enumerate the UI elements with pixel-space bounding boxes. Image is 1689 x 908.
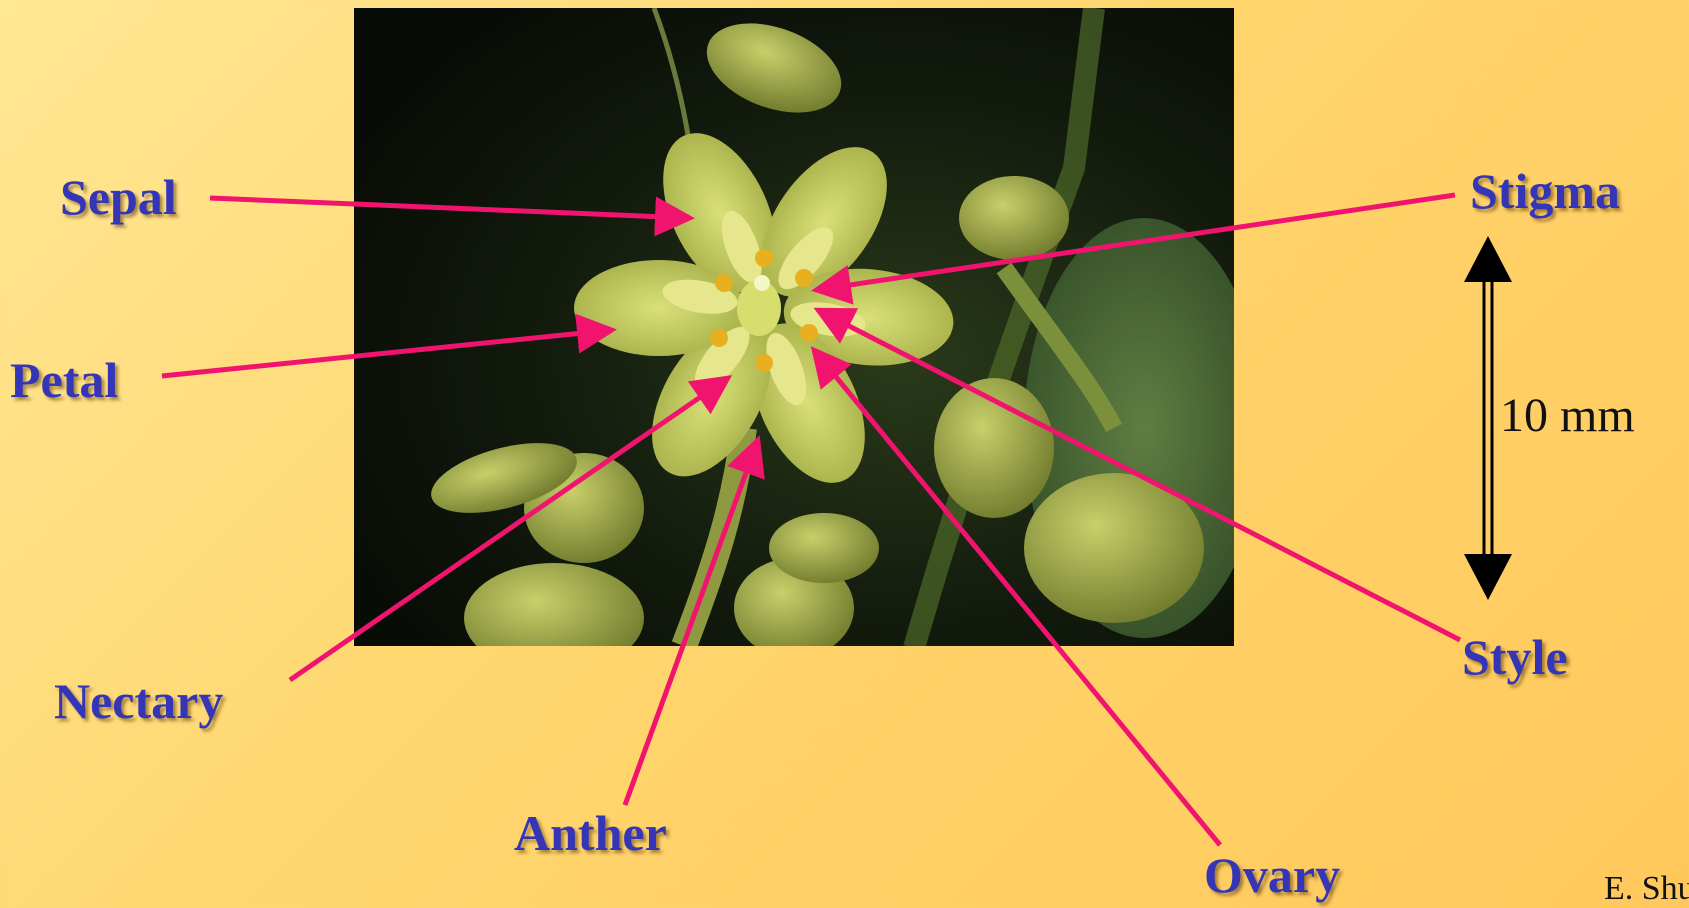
label-style: Style bbox=[1462, 632, 1568, 682]
label-ovary: Ovary bbox=[1204, 850, 1340, 900]
label-anther: Anther bbox=[514, 808, 667, 858]
label-stigma: Stigma bbox=[1470, 166, 1620, 216]
scale-bar-label: 10 mm bbox=[1500, 392, 1635, 440]
flower-photo bbox=[354, 8, 1234, 646]
label-nectary: Nectary bbox=[54, 676, 223, 726]
label-sepal: Sepal bbox=[60, 172, 177, 222]
photo-credit: E. Shu bbox=[1604, 872, 1689, 906]
label-petal: Petal bbox=[10, 355, 118, 405]
